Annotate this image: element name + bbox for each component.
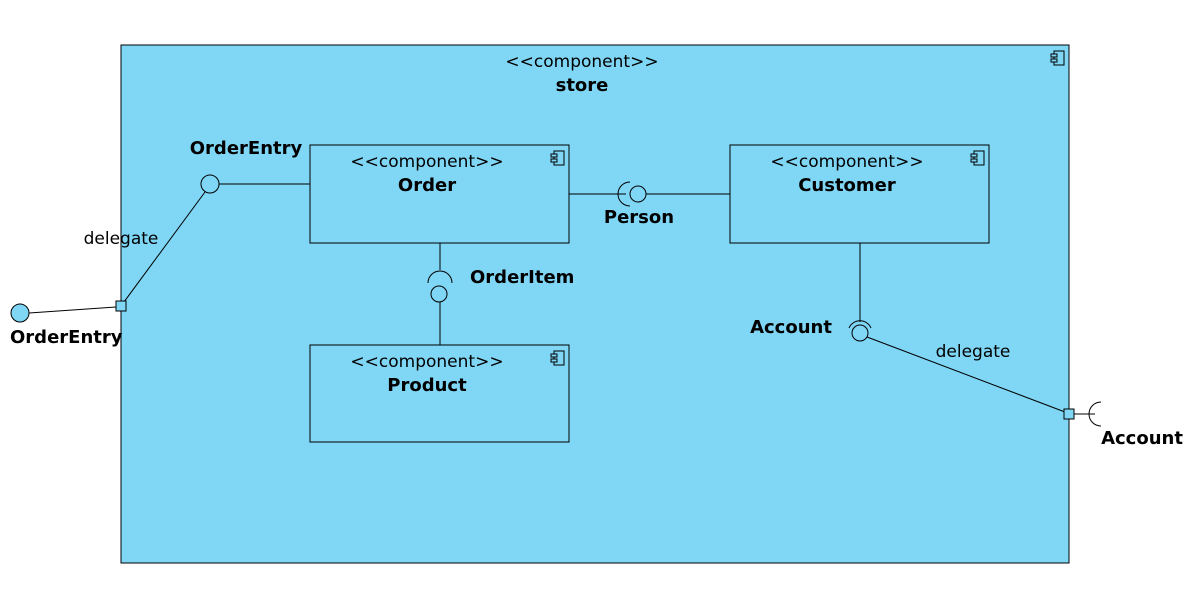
- delegate-left-label: delegate: [84, 229, 159, 249]
- customer-component-box: [729, 144, 990, 244]
- port-icon: [115, 300, 127, 312]
- product-name: Product: [387, 375, 467, 396]
- account-outer-label: Account: [1101, 428, 1183, 449]
- order-entry-inner-label: OrderEntry: [190, 138, 303, 159]
- delegate-right-label: delegate: [936, 342, 1011, 362]
- delegate-right-connector[interactable]: delegate: [866, 336, 1066, 413]
- delegate-left-connector[interactable]: delegate: [84, 191, 206, 307]
- required-interface-icon: [848, 320, 872, 329]
- component-icon: [550, 350, 565, 366]
- delegate-right-line: [866, 336, 1066, 413]
- order-entry-outer-interface[interactable]: OrderEntry: [10, 300, 127, 348]
- product-stereotype: <<component>>: [350, 352, 503, 372]
- account-outer-interface[interactable]: Account: [1063, 401, 1183, 449]
- provided-interface-icon: [851, 324, 869, 342]
- delegate-left-line: [120, 191, 206, 307]
- order-stereotype: <<component>>: [350, 152, 503, 172]
- order-component-box: [309, 144, 570, 244]
- customer-component[interactable]: <<component>> Customer: [729, 144, 990, 244]
- required-interface-icon: [427, 270, 453, 284]
- component-icon: [1050, 50, 1065, 66]
- required-interface-icon: [1088, 401, 1102, 427]
- product-component[interactable]: <<component>> Product: [309, 344, 570, 443]
- component-icon: [970, 150, 985, 166]
- provided-interface-icon: [200, 174, 220, 194]
- store-component[interactable]: <<component>> store: [120, 44, 1070, 564]
- product-component-box: [309, 344, 570, 443]
- provided-interface-icon: [629, 185, 647, 203]
- person-label: Person: [604, 207, 674, 228]
- order-entry-outer-connector: [28, 306, 117, 314]
- order-component[interactable]: <<component>> Order: [309, 144, 570, 244]
- provided-interface-icon: [430, 285, 448, 303]
- port-icon: [1063, 408, 1075, 420]
- order-item-interface[interactable]: OrderItem: [427, 243, 574, 345]
- customer-name: Customer: [798, 175, 896, 196]
- person-interface[interactable]: Person: [569, 181, 730, 228]
- component-icon: [550, 150, 565, 166]
- order-entry-outer-label: OrderEntry: [10, 327, 123, 348]
- store-component-box: [120, 44, 1070, 564]
- provided-interface-icon: [10, 303, 30, 323]
- required-interface-icon: [617, 181, 631, 207]
- order-item-label: OrderItem: [470, 267, 574, 288]
- customer-stereotype: <<component>>: [770, 152, 923, 172]
- order-entry-inner-interface[interactable]: OrderEntry: [190, 138, 310, 194]
- account-inner-interface[interactable]: Account: [750, 243, 872, 342]
- account-inner-label: Account: [750, 317, 832, 338]
- order-name: Order: [398, 175, 456, 196]
- store-name: store: [556, 75, 609, 96]
- store-stereotype: <<component>>: [505, 52, 658, 72]
